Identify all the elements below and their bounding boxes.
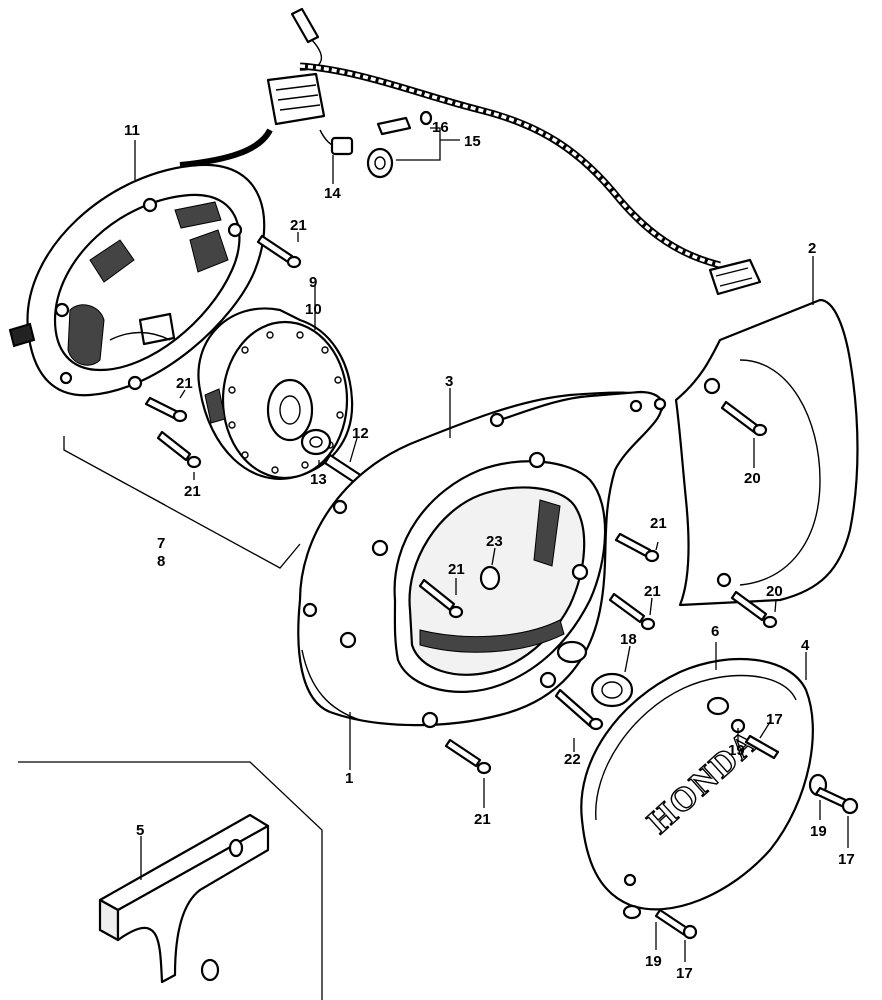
callout-14: 14 [324, 185, 341, 202]
screws-17 [654, 786, 859, 940]
wire-harness [179, 7, 762, 296]
callout-20b: 20 [766, 583, 783, 600]
part-11-stator [8, 163, 266, 397]
leader-lines [63, 127, 849, 962]
part-4-6-alternator-cover: HONDA [580, 657, 814, 911]
callout-2: 2 [808, 240, 816, 257]
callout-21b: 21 [176, 375, 193, 392]
inset-part-5-bracket [18, 761, 323, 1000]
callout-21f: 21 [644, 583, 661, 600]
callout-10: 10 [305, 301, 322, 318]
callout-21e: 21 [650, 515, 667, 532]
callout-1: 1 [345, 770, 353, 787]
bolts-21-cover [418, 532, 660, 775]
part-14-coupler [319, 129, 354, 156]
harness-terminal [290, 7, 320, 44]
callout-6: 6 [711, 623, 719, 640]
callout-11: 11 [124, 122, 140, 139]
callout-21a: 21 [290, 217, 307, 234]
callout-13: 13 [310, 471, 327, 488]
part-18-oil-seal [590, 672, 634, 708]
callout-17a: 17 [766, 711, 783, 728]
callout-21d: 21 [448, 561, 465, 578]
callout-19a: 19 [728, 742, 745, 759]
callout-labels: 2 3 1 4 5 6 7 8 9 10 11 12 13 14 15 16 1… [124, 119, 855, 982]
callout-9: 9 [309, 274, 317, 291]
callout-7: 7 [157, 535, 165, 552]
callout-22: 22 [564, 751, 581, 768]
callout-8: 8 [157, 553, 165, 570]
part-13-washer [300, 428, 332, 456]
callout-17c: 17 [676, 965, 693, 982]
bolts-21-stator [144, 234, 302, 469]
callout-3: 3 [445, 373, 453, 390]
part-22-bolt [554, 688, 604, 731]
part-23-plug [479, 565, 501, 591]
callout-17b: 17 [838, 851, 855, 868]
callout-15: 15 [464, 133, 481, 150]
part-9-10-rotor [197, 307, 354, 480]
callout-18: 18 [620, 631, 637, 648]
callout-12: 12 [352, 425, 369, 442]
callout-21g: 21 [474, 811, 491, 828]
callout-19c: 19 [645, 953, 662, 970]
bolts-20 [720, 400, 778, 629]
harness-connector-block [266, 72, 326, 126]
callout-23: 23 [486, 533, 503, 550]
callout-5: 5 [136, 822, 144, 839]
callout-21c: 21 [184, 483, 201, 500]
callout-20a: 20 [744, 470, 761, 487]
part-15-16-grommet [366, 110, 433, 179]
callout-16: 16 [432, 119, 449, 136]
callout-19b: 19 [810, 823, 827, 840]
callout-4: 4 [801, 637, 810, 654]
part-2-sprocket-cover [674, 298, 859, 607]
